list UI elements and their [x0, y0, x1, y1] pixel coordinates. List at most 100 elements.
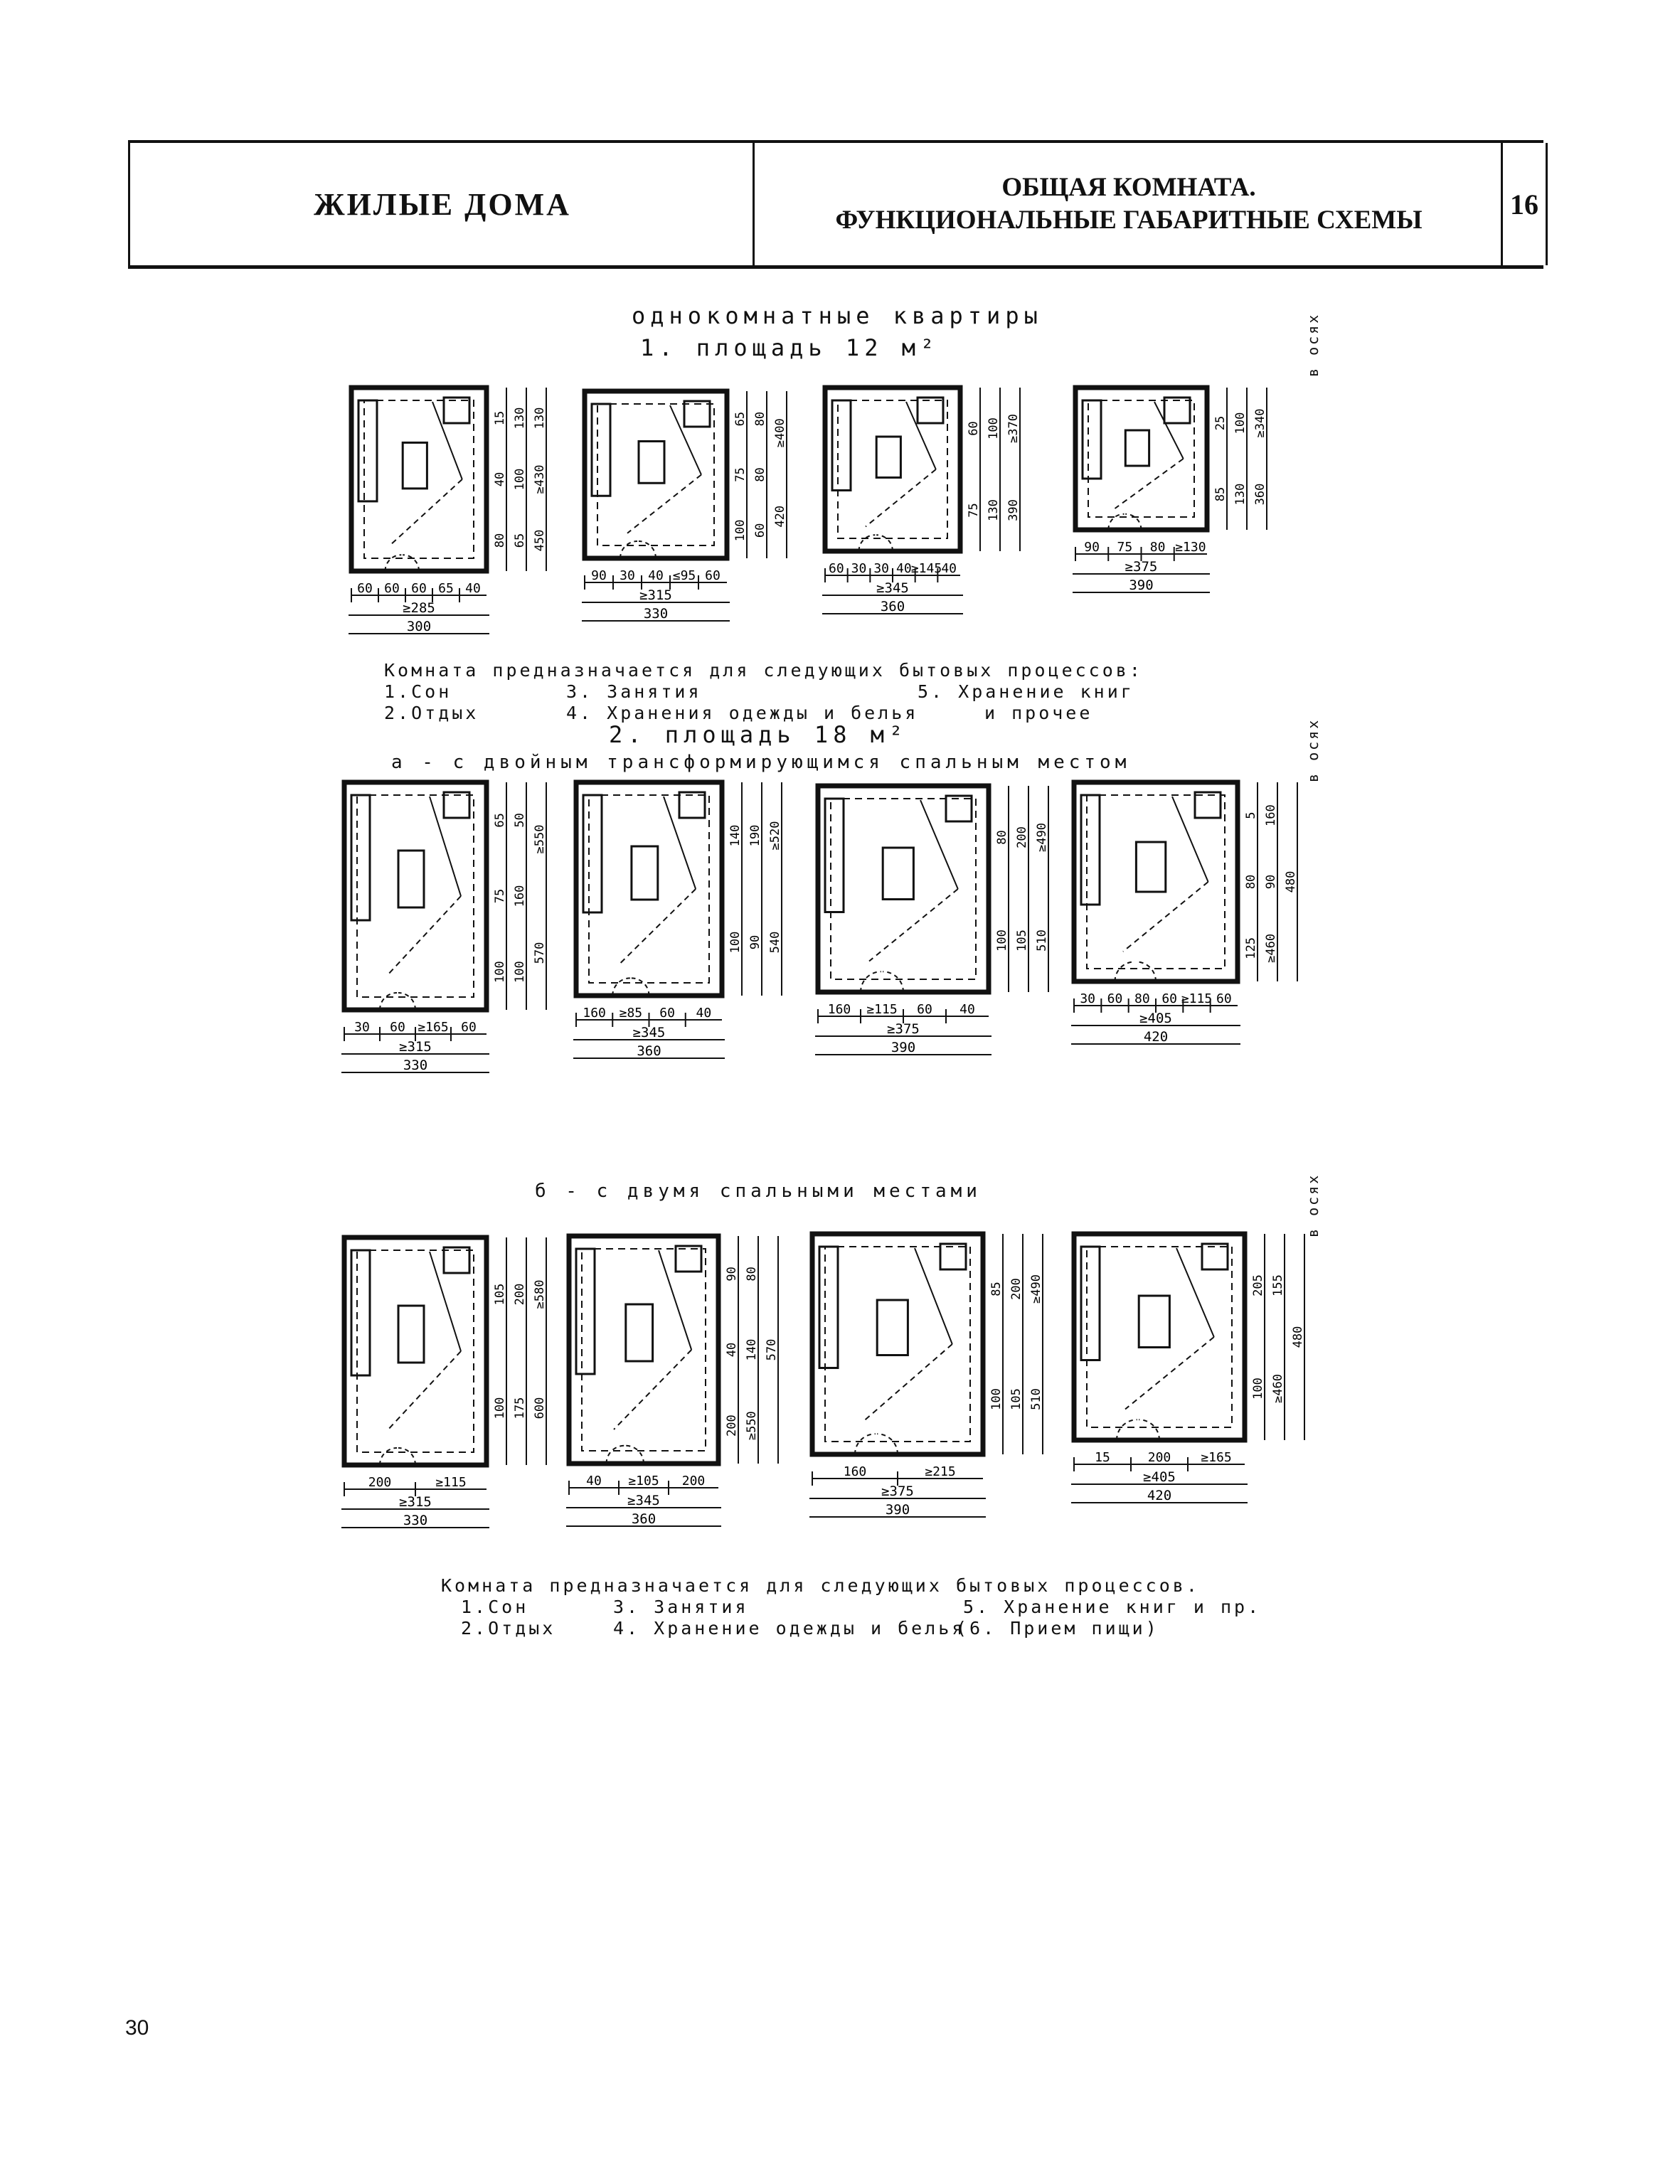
width-dimension: 40: [586, 1474, 602, 1488]
process-1-4: 4. Хранения одежды и белья: [566, 703, 919, 723]
width-dimension: 200: [368, 1475, 392, 1490]
height-dimension: 15: [493, 411, 507, 425]
sheet-number: 16: [1501, 143, 1548, 265]
room-plan: [573, 779, 725, 998]
process-1-2: 2.Отдых: [384, 703, 479, 723]
width-dimension: 160: [583, 1006, 606, 1021]
width-dimension: 60: [1216, 991, 1232, 1006]
total-width: 390: [886, 1502, 910, 1518]
total-width: ≥375: [887, 1021, 920, 1037]
width-dimension: 30: [620, 568, 635, 583]
process-2-3: 3. Занятия: [613, 1597, 749, 1617]
width-dimension: 160: [828, 1002, 851, 1017]
width-dimension: ≥115: [1181, 991, 1212, 1006]
height-dimension: ≥550: [533, 825, 547, 854]
total-width: ≥405: [1143, 1469, 1176, 1485]
section2-sub-b: б - с двумя спальными местами: [535, 1181, 982, 1202]
height-dimension: ≥580: [533, 1280, 547, 1309]
total-width: ≥285: [403, 600, 435, 616]
height-dimension: 60: [753, 523, 767, 538]
width-dimension: 200: [682, 1474, 706, 1488]
section1-heading: однокомнатные квартиры: [632, 302, 1043, 329]
height-dimension: 100: [995, 929, 1009, 952]
width-dimension: 200: [1148, 1450, 1171, 1465]
process-2-1: 1.Сон: [461, 1597, 529, 1617]
height-dimension: 80: [493, 533, 507, 548]
width-dimension: ≤95: [673, 568, 696, 583]
height-dimension: 510: [1029, 1388, 1043, 1410]
height-dimension: ≥520: [768, 821, 782, 851]
width-dimension: 40: [896, 561, 912, 576]
width-dimension: ≥215: [925, 1464, 955, 1479]
total-width: ≥345: [627, 1493, 660, 1508]
width-dimension: 30: [873, 561, 889, 576]
width-dimension: 160: [844, 1464, 867, 1479]
height-dimension: 75: [967, 503, 981, 517]
height-dimension: 65: [493, 813, 507, 827]
section-title: ЖИЛЫЕ ДОМА: [128, 143, 755, 265]
height-dimension: 200: [513, 1284, 527, 1306]
height-dimension: 480: [1291, 1326, 1305, 1348]
height-dimension: 75: [733, 467, 748, 481]
height-dimension: 390: [1006, 499, 1021, 521]
height-dimension: 80: [995, 830, 1009, 844]
height-dimension: 75: [493, 889, 507, 903]
total-width: 330: [644, 606, 668, 622]
total-width: ≥375: [1125, 559, 1158, 575]
height-dimension: 130: [987, 499, 1001, 521]
height-dimension: 80: [753, 467, 767, 481]
room-plan: [341, 779, 489, 1013]
width-dimension: 60: [461, 1020, 477, 1035]
height-dimension: 60: [967, 421, 981, 435]
total-width: 330: [403, 1513, 427, 1528]
width-dimension: 30: [851, 561, 867, 576]
section1-area-title: 1. площадь 12 м²: [640, 334, 940, 361]
height-dimension: 140: [745, 1339, 759, 1361]
height-dimension: 130: [513, 407, 527, 430]
width-dimension: 90: [591, 568, 607, 583]
height-dimension: 140: [728, 825, 743, 847]
total-width: 300: [407, 619, 431, 634]
height-dimension: 80: [745, 1267, 759, 1281]
height-dimension: 100: [733, 519, 748, 541]
room-plan: [1071, 1231, 1248, 1443]
height-dimension: 5: [1244, 812, 1258, 819]
height-dimension: 100: [728, 932, 743, 954]
room-plan: [349, 385, 489, 574]
width-dimension: 60: [357, 581, 373, 596]
height-dimension: 100: [493, 961, 507, 983]
height-dimension: 40: [493, 472, 507, 486]
total-width: ≥315: [399, 1494, 432, 1510]
height-dimension: 100: [513, 961, 527, 983]
section2-sub-a: а - с двойным трансформирующимся спальны…: [391, 752, 1131, 773]
process-1-5: 5. Хранение книг: [918, 681, 1134, 702]
height-dimension: 65: [513, 533, 527, 548]
width-dimension: 60: [829, 561, 844, 576]
width-dimension: 60: [390, 1020, 405, 1035]
height-dimension: 155: [1271, 1274, 1285, 1296]
height-dimension: 130: [533, 407, 547, 430]
room-plan: [1071, 779, 1240, 984]
processes-intro-2: Комната предназначается для следующих бы…: [441, 1575, 1200, 1596]
height-dimension: 80: [1244, 875, 1258, 889]
height-dimension: ≥370: [1006, 414, 1021, 443]
sheet-header: ЖИЛЫЕ ДОМА ОБЩАЯ КОМНАТА. ФУНКЦИОНАЛЬНЫЕ…: [128, 140, 1548, 269]
width-dimension: ≥85: [620, 1006, 643, 1021]
width-dimension: 60: [705, 568, 721, 583]
section2-area-title: 2. площадь 18 м²: [609, 721, 908, 748]
height-dimension: 200: [1015, 826, 1029, 848]
